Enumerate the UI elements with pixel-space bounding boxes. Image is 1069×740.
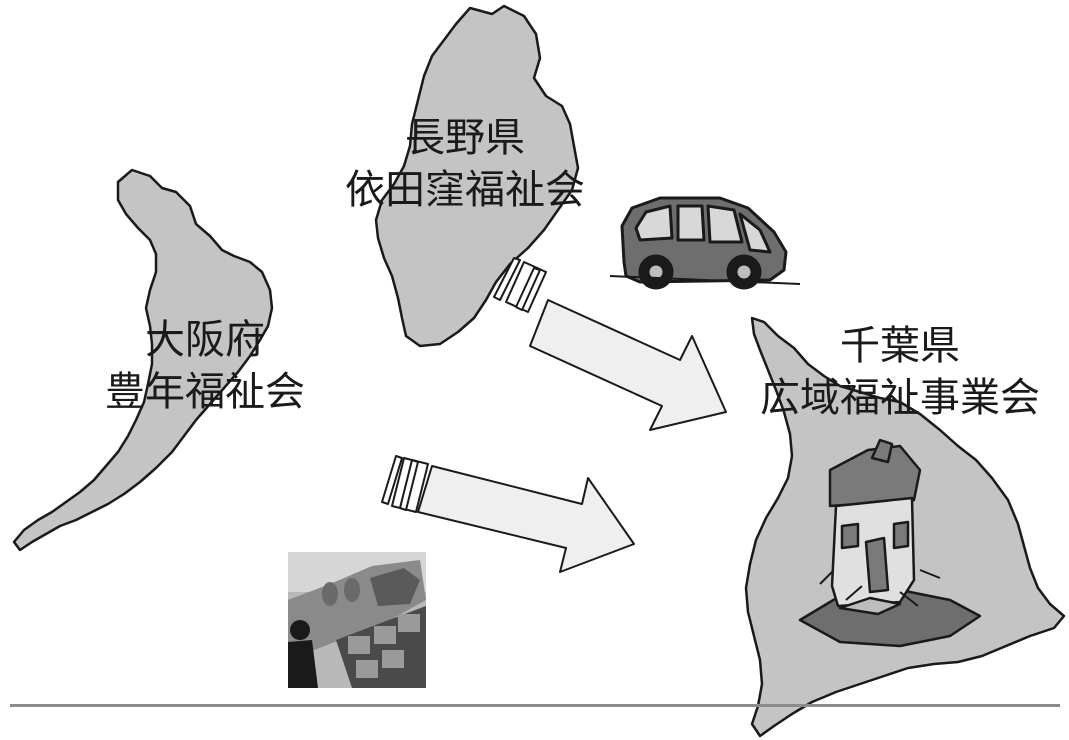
nagano-prefecture: 長野県 xyxy=(405,115,525,161)
osaka-prefecture: 大阪府 xyxy=(145,317,265,363)
damaged-house-icon xyxy=(798,438,982,648)
van-icon xyxy=(609,196,801,290)
osaka-label: 大阪府 豊年福祉会 xyxy=(70,314,340,418)
relief-supplies-photo xyxy=(288,552,426,688)
arrow-nagano-to-chiba xyxy=(493,257,727,431)
osaka-map xyxy=(12,168,274,552)
nagano-organization: 依田窪福祉会 xyxy=(345,167,585,213)
chiba-organization: 広域福祉事業会 xyxy=(760,375,1040,421)
bottom-divider xyxy=(10,704,1060,707)
nagano-map xyxy=(374,4,580,348)
chiba-label: 千葉県 広域福祉事業会 xyxy=(740,320,1060,424)
arrow-osaka-to-chiba xyxy=(381,455,635,573)
chiba-prefecture: 千葉県 xyxy=(840,323,960,369)
nagano-label: 長野県 依田窪福祉会 xyxy=(320,112,610,216)
osaka-organization: 豊年福祉会 xyxy=(105,369,305,415)
